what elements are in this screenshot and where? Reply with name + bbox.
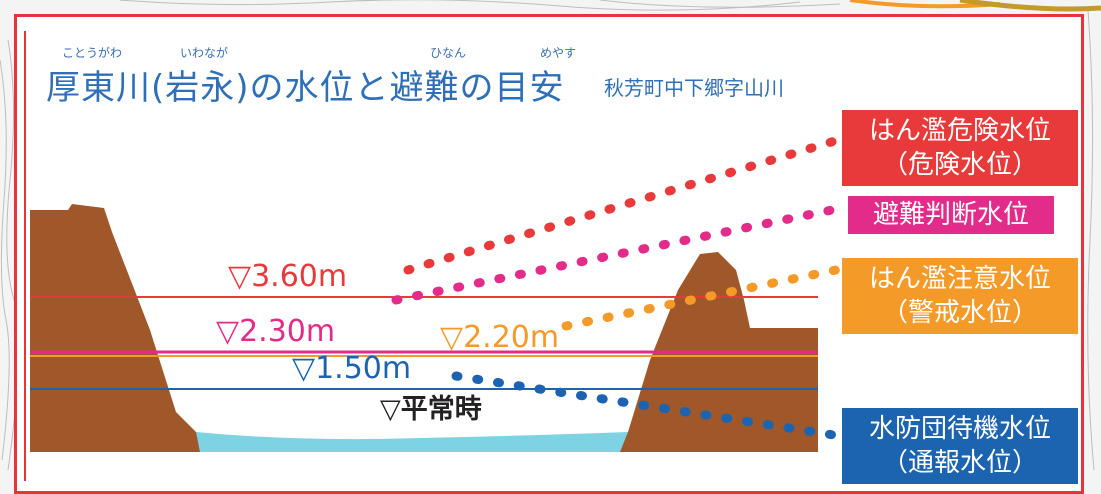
evac-value-text: 2.30m <box>239 314 336 349</box>
danger-value-text: 3.60m <box>251 259 348 294</box>
caution-level-value: ▽2.20m <box>440 323 559 353</box>
evac-name: 避難判断水位 <box>872 200 1029 230</box>
standby-level-value: ▽1.50m <box>292 354 411 384</box>
standby-name: 水防団待機水位 <box>868 414 1051 444</box>
danger-level-value: ▽3.60m <box>228 262 347 292</box>
left-bank <box>30 204 200 452</box>
ruby-hinan: ひなん <box>430 46 467 60</box>
standby-leader <box>451 371 845 441</box>
danger-name: はん濫危険水位 <box>868 116 1051 146</box>
page-title: 厚東川(岩永)の水位と避難の目安 <box>46 68 565 108</box>
standby-sub: （通報水位） <box>881 448 1038 478</box>
ruby-iwanaga: いわなが <box>180 46 229 60</box>
triangle-marker-icon: ▽ <box>216 314 240 349</box>
caution-leader <box>561 265 841 331</box>
normal-water <box>196 432 628 452</box>
evac-leader <box>391 205 837 305</box>
standby-value-text: 1.50m <box>315 351 412 386</box>
standby-level-box: 水防団待機水位 （通報水位） <box>842 408 1078 484</box>
evac-level-box: 避難判断水位 <box>848 196 1054 234</box>
normal-level-label: ▽平常時 <box>380 396 482 423</box>
panel-inner-line <box>24 31 26 481</box>
danger-leader <box>403 135 843 275</box>
danger-sub: （危険水位） <box>881 150 1038 180</box>
triangle-marker-icon: ▽ <box>228 259 252 294</box>
caution-name: はん濫注意水位 <box>868 264 1051 294</box>
caution-value-text: 2.20m <box>463 320 560 355</box>
caution-sub: （警戒水位） <box>881 298 1038 328</box>
map-background <box>0 0 1101 471</box>
triangle-marker-icon: ▽ <box>292 351 316 386</box>
triangle-marker-icon: ▽ <box>380 394 401 425</box>
ruby-meyasu: めやす <box>540 46 577 60</box>
location-label: 秋芳町中下郷字山川 <box>604 76 784 100</box>
normal-label-text: 平常時 <box>400 394 482 425</box>
triangle-marker-icon: ▽ <box>440 320 464 355</box>
river-cross-section <box>30 135 845 452</box>
ruby-kotogawa: ことうがわ <box>62 46 123 60</box>
danger-level-box: はん濫危険水位 （危険水位） <box>842 110 1078 186</box>
evac-level-value: ▽2.30m <box>216 317 335 347</box>
caution-level-box: はん濫注意水位 （警戒水位） <box>842 258 1078 334</box>
